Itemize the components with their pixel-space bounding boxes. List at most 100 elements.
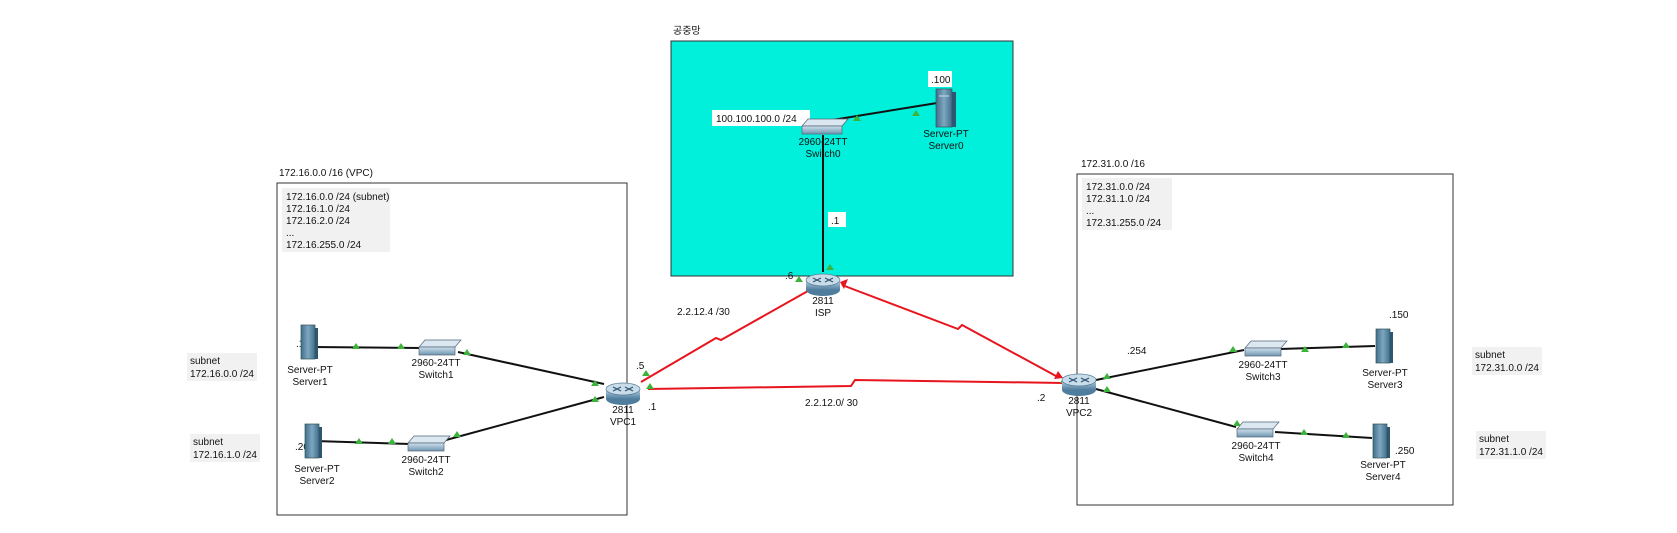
port-up-icon <box>826 264 834 270</box>
port-up-icon <box>1342 432 1350 438</box>
port-up-icon <box>795 276 803 282</box>
device-name: Switch3 <box>1245 372 1280 383</box>
port-up-icon <box>1229 346 1237 352</box>
router-icon <box>605 382 641 405</box>
device-model: 2960-24TT <box>402 455 451 466</box>
switch-icon <box>1244 340 1288 357</box>
port-up-icon <box>912 110 920 116</box>
device-model: Server-PT <box>1362 368 1408 379</box>
port-up-icon <box>1103 373 1111 379</box>
isp-lan-interface-label: .1 <box>831 216 840 227</box>
device-ip: .150 <box>1389 310 1409 321</box>
port-up-icon <box>1342 342 1350 348</box>
vpc1-router[interactable]: 2811 VPC1 <box>605 382 641 428</box>
device-model: 2960-24TT <box>412 358 461 369</box>
side-note-right-1: subnet 172.31.0.0 /24 <box>1472 347 1542 375</box>
device-ip: .100 <box>931 75 951 86</box>
device-name: Switch1 <box>418 370 453 381</box>
ip-label-bg <box>928 71 952 87</box>
device-name: Server3 <box>1367 380 1402 391</box>
port-up-icon <box>1233 420 1241 426</box>
link-isp-vpc2 <box>841 284 1057 377</box>
port-up-icon <box>646 383 654 389</box>
switch3[interactable]: 2960-24TT Switch3 <box>1239 340 1288 383</box>
device-name: VPC1 <box>610 417 637 428</box>
server-icon <box>304 423 322 459</box>
device-name: Server4 <box>1365 472 1400 483</box>
vpc2-subnet-line: 172.31.255.0 /24 <box>1086 218 1162 229</box>
vpc1-subnet-line: 172.16.0.0 /24 (subnet) <box>286 192 389 203</box>
server1[interactable]: .100 Server-PT Server1 <box>287 324 333 388</box>
port-up-icon <box>355 438 363 444</box>
server-icon <box>300 324 318 360</box>
isp-wan-interface-label: .6 <box>785 271 794 282</box>
public-network-address: 100.100.100.0 /24 <box>716 114 797 125</box>
link-switch4-server4 <box>1274 431 1373 439</box>
vpc2-area: 172.31.0.0 /16 172.31.0.0 /24 172.31.1.0… <box>1076 159 1454 506</box>
side-note-left-1: subnet 172.16.0.0 /24 <box>187 353 257 381</box>
vpc1-title: 172.16.0.0 /16 (VPC) <box>279 168 373 179</box>
isp-router[interactable]: 2811 ISP <box>805 273 841 319</box>
vpc1-box <box>276 182 628 516</box>
svg-text:172.16.0.0 /24: 172.16.0.0 /24 <box>190 369 254 380</box>
link-vpc1-vpc2-label: 2.2.12.0/ 30 <box>805 398 858 409</box>
port-down-icon <box>1054 371 1063 379</box>
port-up-icon <box>591 396 599 402</box>
svg-text:172.31.1.0 /24: 172.31.1.0 /24 <box>1479 447 1543 458</box>
server-icon <box>1372 423 1390 459</box>
vpc2-subnet-line: 172.31.1.0 /24 <box>1086 194 1150 205</box>
vpc2-title: 172.31.0.0 /16 <box>1081 159 1145 170</box>
switch-icon <box>1236 421 1280 438</box>
vpc1-subnet-line: 172.16.255.0 /24 <box>286 240 362 251</box>
server0[interactable]: .100 Server-PT Server0 <box>923 71 969 152</box>
vpc2-wan-interface-label: .2 <box>1037 393 1046 404</box>
switch4[interactable]: 2960-24TT Switch4 <box>1232 421 1281 464</box>
switch-icon <box>418 339 462 356</box>
vpc1-subnet-line: ... <box>286 228 294 239</box>
device-name: Server0 <box>928 141 963 152</box>
public-network-title: 공중망 <box>673 25 701 37</box>
vpc1-subnet-list-bg <box>282 188 390 252</box>
server4[interactable]: .250 Server-PT Server4 <box>1360 423 1416 483</box>
device-model: 2811 <box>612 405 634 416</box>
port-up-icon <box>397 343 405 349</box>
device-name: VPC2 <box>1066 408 1093 419</box>
svg-text:subnet: subnet <box>1479 434 1509 445</box>
svg-text:172.16.1.0 /24: 172.16.1.0 /24 <box>193 450 257 461</box>
label-bg <box>828 212 846 227</box>
vpc2-router[interactable]: 2811 VPC2 <box>1061 373 1097 419</box>
link-switch2-vpc1 <box>445 396 605 441</box>
switch0[interactable]: 2960-24TT Switch0 <box>799 118 849 160</box>
port-down-icon <box>840 279 848 289</box>
vpc1-area: 172.16.0.0 /16 (VPC) 172.16.0.0 /24 (sub… <box>276 168 628 516</box>
link-isp-vpc1-label: 2.2.12.4 /30 <box>677 307 730 318</box>
link-switch1-vpc1 <box>457 351 605 385</box>
port-up-icon <box>591 380 599 386</box>
link-vpc2-switch3 <box>1095 349 1245 381</box>
svg-text:subnet: subnet <box>1475 350 1505 361</box>
device-model: 2960-24TT <box>1232 441 1281 452</box>
link-vpc1-vpc2 <box>647 378 1065 390</box>
vpc2-box <box>1076 173 1454 506</box>
vpc2-lan-interface-label: .254 <box>1127 346 1147 357</box>
router-icon <box>805 273 841 296</box>
device-model: 2960-24TT <box>799 137 848 148</box>
port-up-icon <box>1301 346 1309 352</box>
switch2[interactable]: 2960-24TT Switch2 <box>402 435 451 478</box>
public-network-box <box>670 40 1014 277</box>
side-note-left-2: subnet 172.16.1.0 /24 <box>190 434 260 462</box>
device-name: Switch0 <box>805 149 840 160</box>
svg-text:subnet: subnet <box>190 356 220 367</box>
switch1[interactable]: 2960-24TT Switch1 <box>412 339 462 381</box>
port-up-icon <box>463 349 471 355</box>
server2[interactable]: .200 Server-PT Server2 <box>292 423 340 487</box>
public-network-area: 공중망 100.100.100.0 /24 <box>670 25 1014 277</box>
server-icon <box>935 88 956 128</box>
ip-label-bg <box>1392 442 1416 458</box>
device-name: Server2 <box>299 476 334 487</box>
vpc2-subnet-line: ... <box>1086 206 1094 217</box>
server3[interactable]: .150 Server-PT Server3 <box>1362 306 1410 391</box>
switch-icon <box>407 435 451 452</box>
svg-text:172.31.0.0 /24: 172.31.0.0 /24 <box>1475 363 1539 374</box>
